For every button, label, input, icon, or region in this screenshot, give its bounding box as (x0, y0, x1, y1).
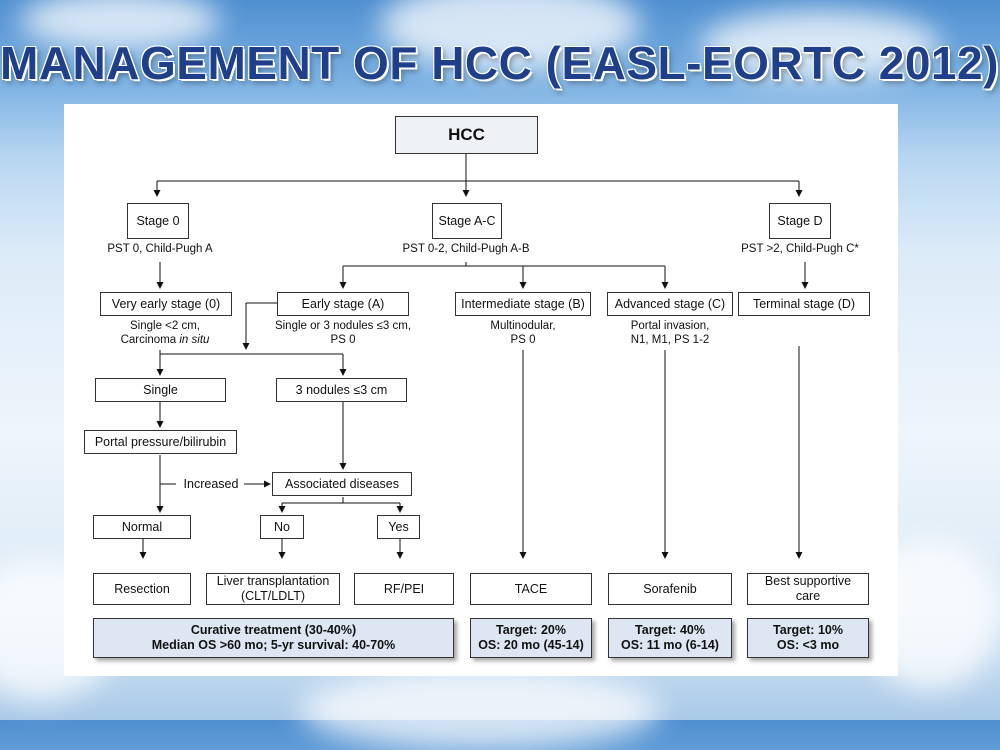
sorafenib-outcome-line-2: OS: 11 mo (6-14) (621, 638, 719, 652)
early-criteria-line-2: PS 0 (330, 334, 356, 347)
stage-d-box: Stage D (769, 203, 831, 239)
terminal-stage-box: Terminal stage (D) (738, 292, 870, 316)
curative-outcome-line-1: Curative treatment (30-40%) (190, 623, 357, 637)
early-stage-box: Early stage (A) (277, 292, 409, 316)
stage-ac-box: Stage A-C (432, 203, 502, 239)
cloud-decoration (300, 670, 660, 750)
associated-diseases-box: Associated diseases (272, 472, 412, 496)
hcc-root-box: HCC (395, 116, 538, 154)
very-early-criteria-italic: in situ (179, 334, 210, 347)
advanced-criteria-line-1: Portal invasion, (630, 320, 710, 332)
single-box: Single (95, 378, 226, 402)
increased-label: Increased (183, 477, 239, 491)
bsc-outcome-line-1: Target: 10% (773, 623, 843, 637)
three-nodules-box: 3 nodules ≤3 cm (276, 378, 407, 402)
bsc-line-1: Best supportive (764, 574, 852, 588)
sorafenib-box: Sorafenib (608, 573, 732, 605)
slide-title: MANAGEMENT OF HCC (EASL-EORTC 2012) (0, 37, 999, 89)
early-criteria-line-1: Single or 3 nodules ≤3 cm, (274, 320, 412, 332)
very-early-stage-box: Very early stage (0) (100, 292, 232, 316)
resection-box: Resection (93, 573, 191, 605)
rf-pei-box: RF/PEI (354, 573, 454, 605)
best-supportive-care-box: Best supportive care (747, 573, 869, 605)
intermediate-stage-criteria: Multinodular, PS 0 (463, 319, 583, 348)
yes-box: Yes (377, 515, 420, 539)
very-early-criteria-text: Carcinoma (120, 334, 180, 347)
liver-transplant-box: Liver transplantation (CLT/LDLT) (206, 573, 340, 605)
flowchart-connectors (139, 154, 809, 559)
intermediate-criteria-line-2: PS 0 (510, 334, 536, 347)
tace-outcome-line-1: Target: 20% (496, 623, 566, 637)
sorafenib-outcome-box: Target: 40% OS: 11 mo (6-14) (608, 618, 732, 658)
tace-outcome-box: Target: 20% OS: 20 mo (45-14) (470, 618, 592, 658)
curative-outcome-line-2: Median OS >60 mo; 5-yr survival: 40-70% (151, 638, 396, 652)
stage-0-criteria: PST 0, Child-Pugh A (107, 243, 213, 255)
advanced-criteria-line-2: N1, M1, PS 1-2 (630, 334, 710, 347)
very-early-criteria-line-2: Carcinoma in situ (90, 333, 240, 347)
very-early-criteria-line-1: Single <2 cm, (130, 320, 200, 332)
bsc-outcome-line-2: OS: <3 mo (776, 638, 840, 652)
curative-outcome-box: Curative treatment (30-40%) Median OS >6… (93, 618, 454, 658)
sorafenib-outcome-line-1: Target: 40% (635, 623, 705, 637)
portal-pressure-box: Portal pressure/bilirubin (84, 430, 237, 454)
liver-transplant-line-2: (CLT/LDLT) (240, 589, 306, 603)
liver-transplant-line-1: Liver transplantation (216, 574, 330, 588)
stage-d-criteria: PST >2, Child-Pugh C* (741, 243, 859, 255)
advanced-stage-box: Advanced stage (C) (607, 292, 733, 316)
early-stage-criteria: Single or 3 nodules ≤3 cm, PS 0 (262, 319, 424, 348)
cloud-decoration (20, 0, 220, 50)
stage-ac-criteria: PST 0-2, Child-Pugh A-B (402, 243, 530, 255)
very-early-stage-criteria: Single <2 cm, Carcinoma in situ (90, 319, 240, 348)
cloud-decoration (700, 10, 940, 80)
tace-box: TACE (470, 573, 592, 605)
bsc-line-2: care (795, 589, 821, 603)
tace-outcome-line-2: OS: 20 mo (45-14) (478, 638, 584, 652)
intermediate-criteria-line-1: Multinodular, (490, 320, 556, 332)
cloud-decoration (380, 0, 640, 70)
normal-box: Normal (93, 515, 191, 539)
intermediate-stage-box: Intermediate stage (B) (455, 292, 591, 316)
no-box: No (260, 515, 304, 539)
advanced-stage-criteria: Portal invasion, N1, M1, PS 1-2 (605, 319, 735, 348)
stage-0-box: Stage 0 (127, 203, 189, 239)
bsc-outcome-box: Target: 10% OS: <3 mo (747, 618, 869, 658)
